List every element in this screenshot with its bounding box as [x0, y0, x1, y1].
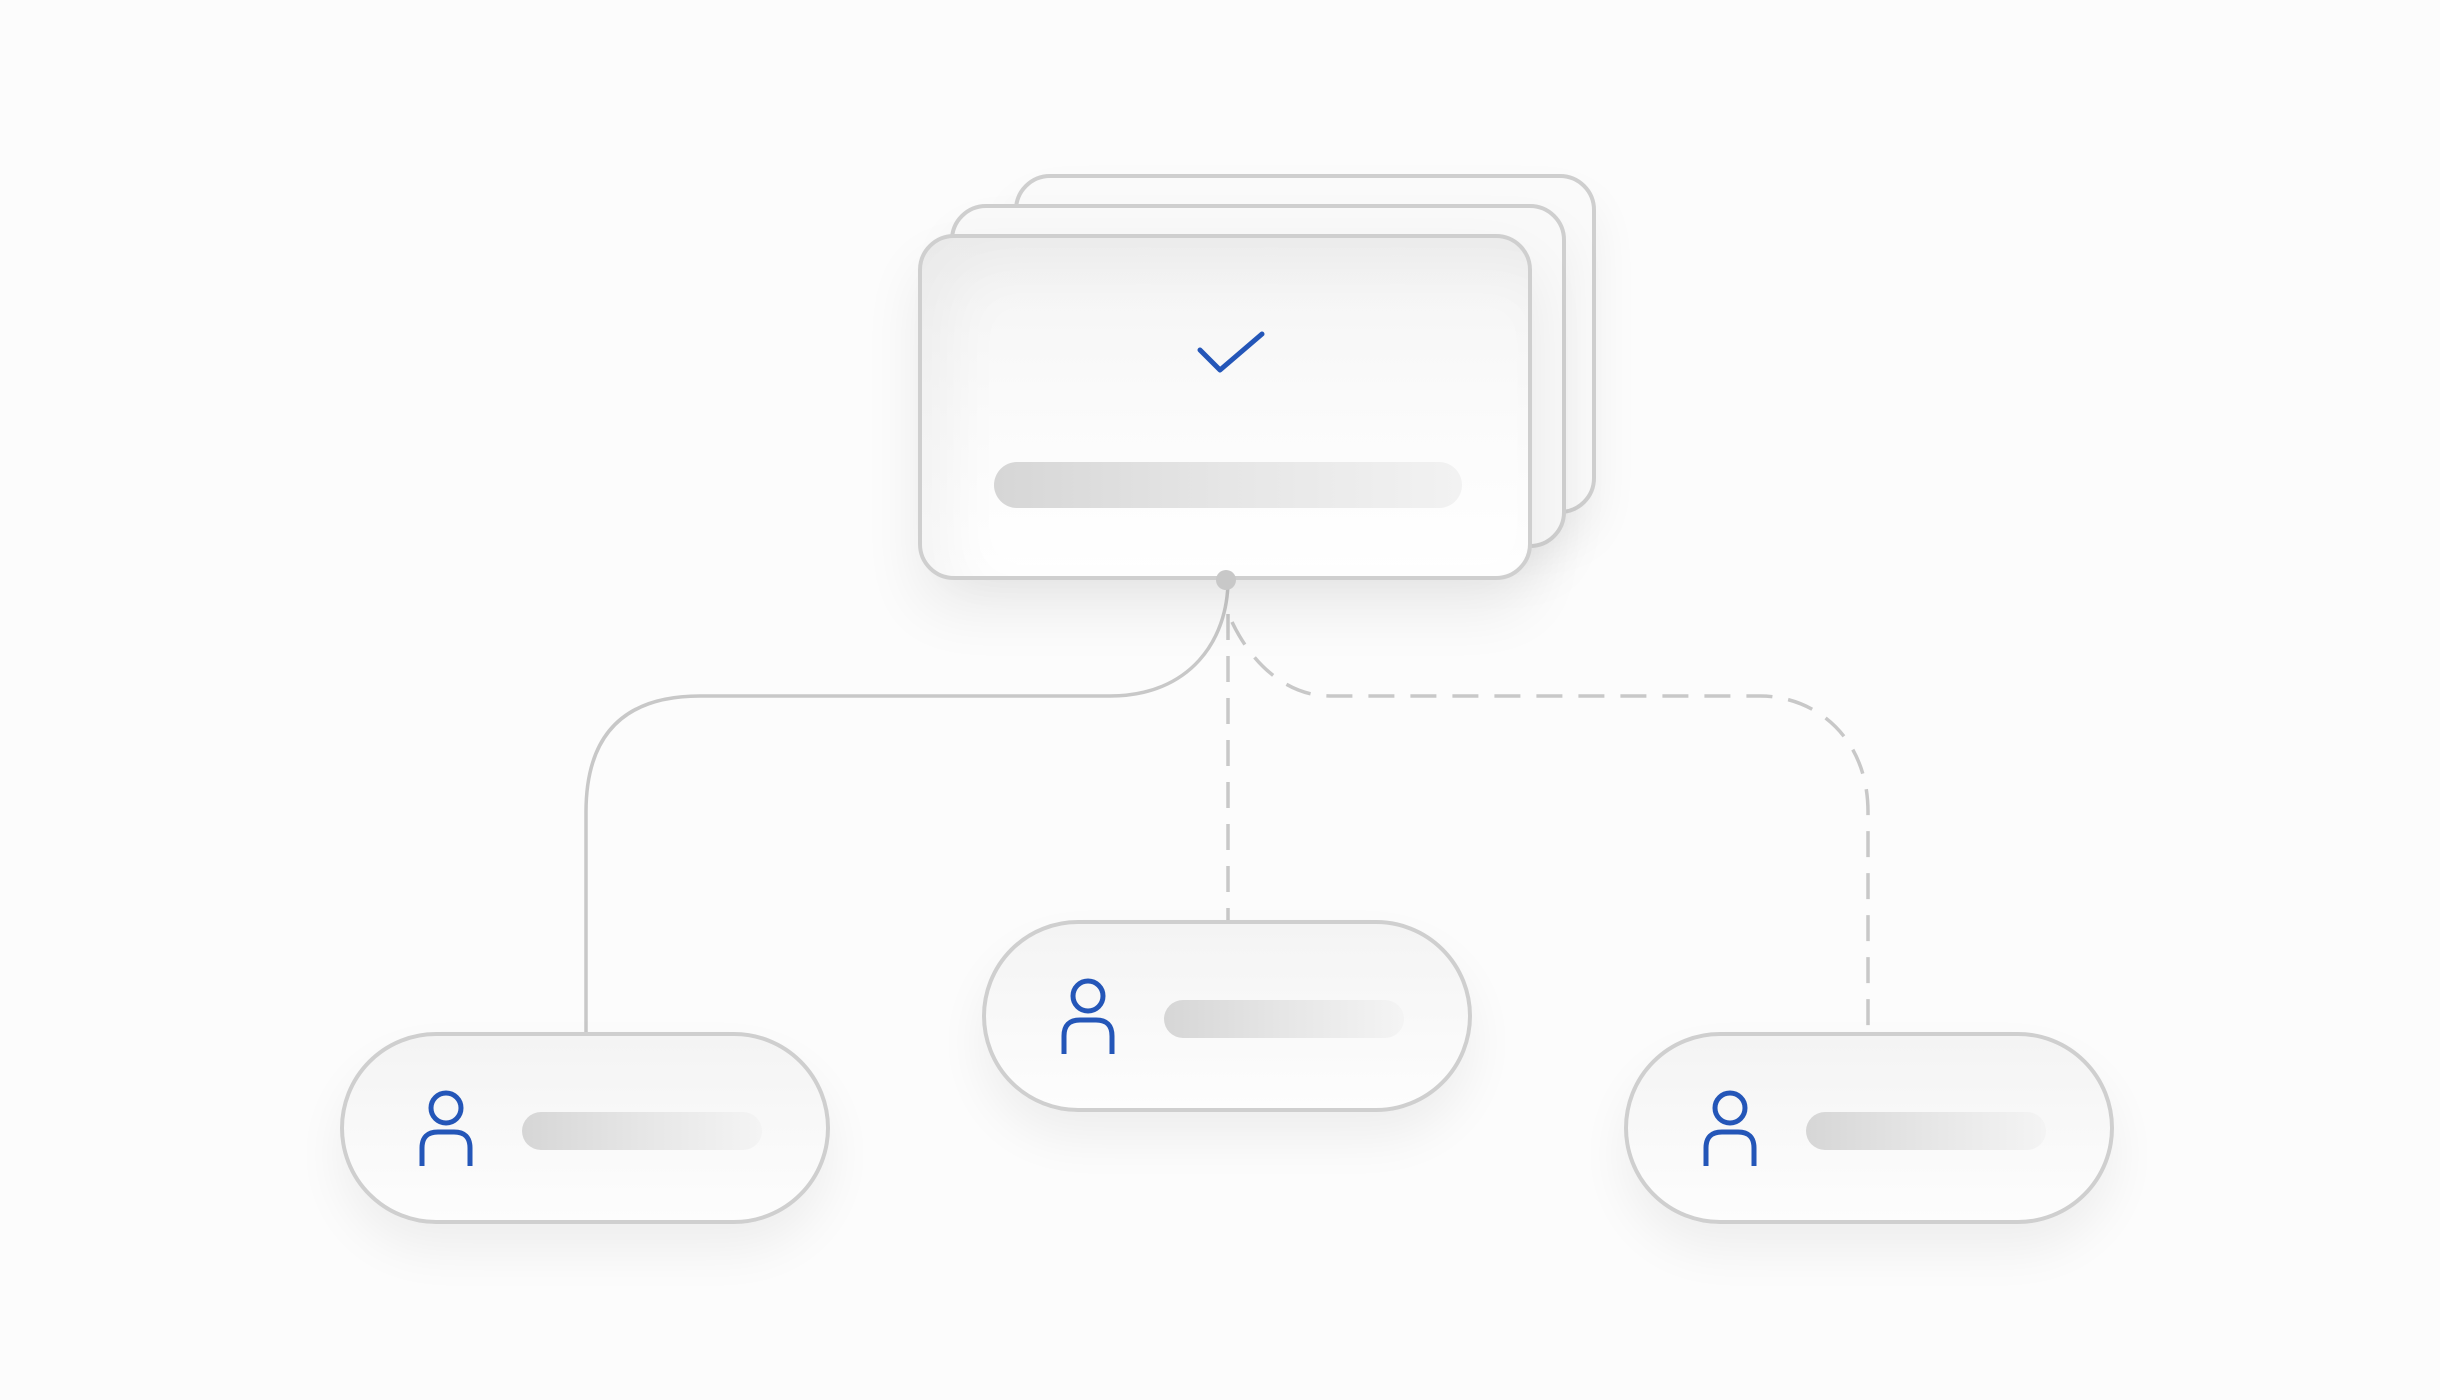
user-name-placeholder [1806, 1112, 2046, 1150]
checkmark-icon [1197, 331, 1265, 373]
user-name-placeholder [522, 1112, 762, 1150]
solid-connector-left [584, 579, 1230, 1032]
approval-card[interactable] [918, 234, 1532, 580]
user-icon [1703, 1090, 1757, 1166]
user-icon [419, 1090, 473, 1166]
user-icon [1061, 978, 1115, 1054]
user-node-right[interactable] [1624, 1032, 2114, 1224]
user-name-placeholder [1164, 1000, 1404, 1038]
dashed-connector-right [1230, 621, 1870, 1032]
card-title-placeholder [994, 462, 1462, 508]
connector-anchor-dot [1216, 570, 1236, 590]
user-node-center[interactable] [982, 920, 1472, 1112]
user-node-left[interactable] [340, 1032, 830, 1224]
